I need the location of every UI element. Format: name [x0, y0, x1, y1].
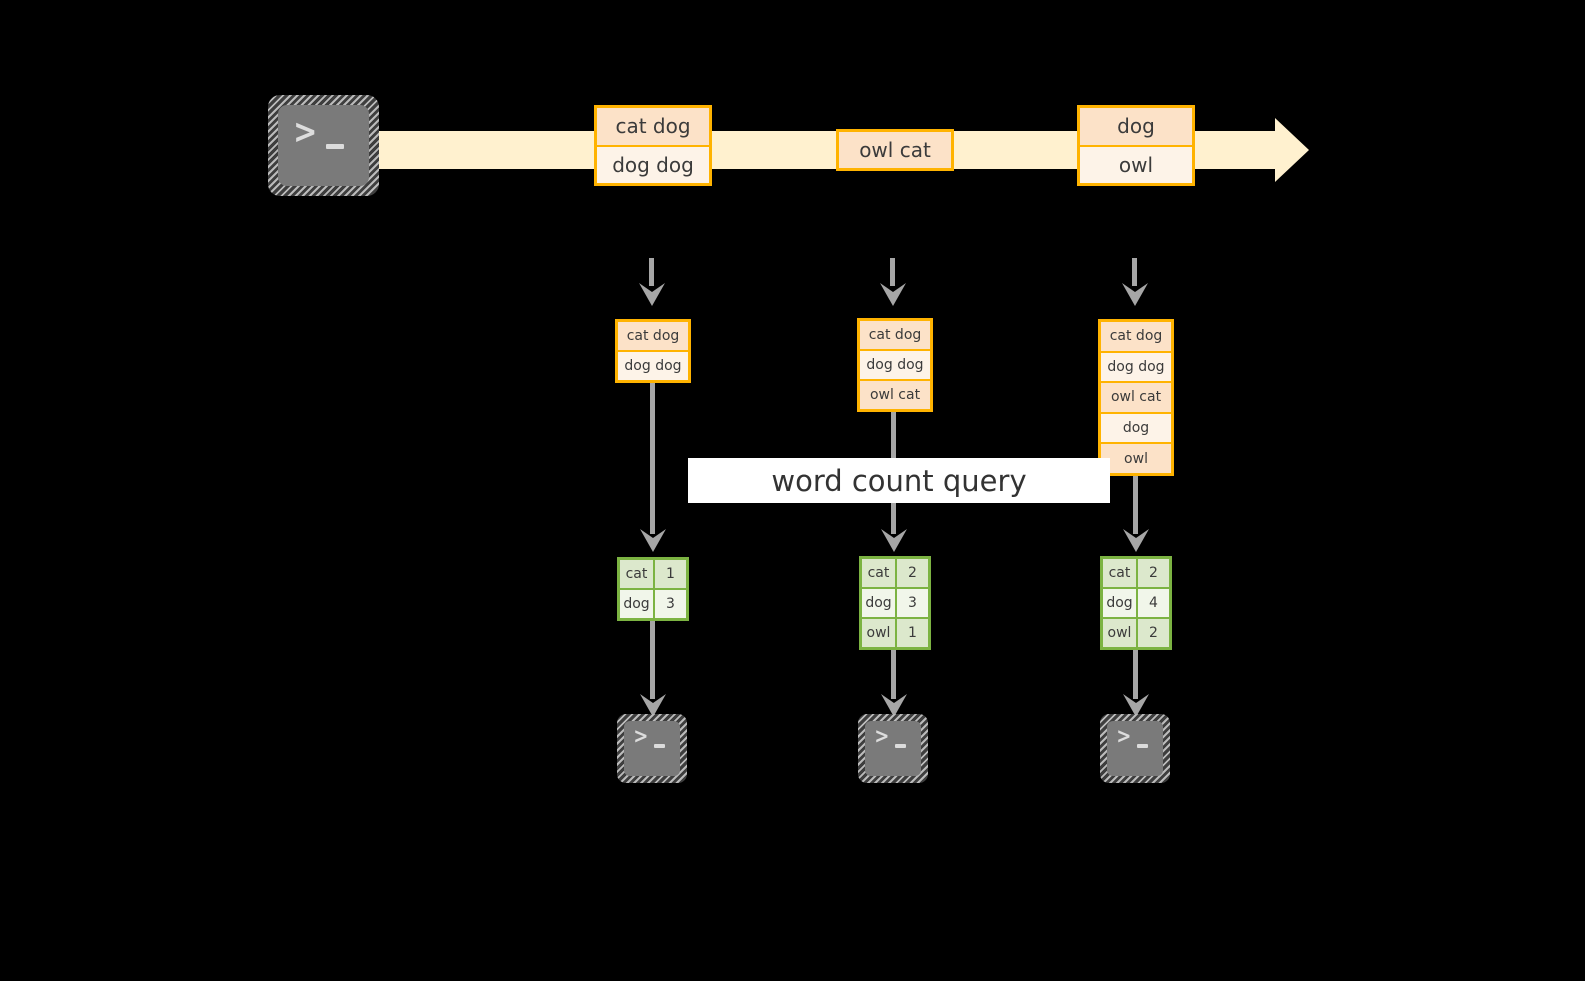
- sink-terminal-icon-2[interactable]: >: [858, 714, 928, 783]
- record-cell: dog: [1080, 108, 1192, 145]
- snapshot-to-result-line-3: [1133, 476, 1138, 534]
- result-table-3[interactable]: cat 2 dog 4 owl 2: [1100, 556, 1172, 650]
- snapshot-to-result-arrowhead-1: [640, 529, 666, 552]
- table-row: dog 3: [862, 587, 928, 617]
- terminal-cursor-icon: [895, 744, 906, 748]
- terminal-screen: >: [865, 721, 921, 776]
- terminal-prompt-glyph: >: [633, 724, 649, 748]
- table-row: owl 1: [862, 617, 928, 647]
- table-row: owl 2: [1103, 617, 1169, 647]
- result-count: 3: [896, 589, 928, 617]
- result-word: owl: [862, 619, 897, 647]
- result-count: 2: [896, 559, 928, 587]
- stream-to-snapshot-dash-3: [1132, 258, 1137, 286]
- stream-to-snapshot-arrowhead-1: [639, 283, 665, 306]
- record-cell: owl cat: [839, 132, 951, 168]
- result-count: 2: [1137, 559, 1169, 587]
- result-word: dog: [620, 590, 655, 618]
- record-cell: cat dog: [597, 108, 709, 145]
- result-word: dog: [1103, 589, 1138, 617]
- snapshot-row: dog: [1101, 411, 1171, 443]
- result-table-1[interactable]: cat 1 dog 3: [617, 557, 689, 621]
- snapshot-to-result-arrowhead-3: [1123, 529, 1149, 552]
- result-to-sink-arrowhead-2: [881, 694, 907, 717]
- record-cell: owl: [1080, 144, 1192, 183]
- terminal-cursor-icon: [1137, 744, 1148, 748]
- stream-record-1[interactable]: cat dog dog dog: [594, 105, 712, 186]
- result-count: 2: [1137, 619, 1169, 647]
- result-to-sink-line-2: [891, 650, 896, 699]
- result-table-2[interactable]: cat 2 dog 3 owl 1: [859, 556, 931, 650]
- record-cell: dog dog: [597, 144, 709, 183]
- terminal-prompt-glyph: >: [1116, 724, 1132, 748]
- table-row: cat 2: [1103, 559, 1169, 587]
- result-count: 4: [1137, 589, 1169, 617]
- result-to-sink-arrowhead-3: [1123, 694, 1149, 717]
- sink-terminal-icon-3[interactable]: >: [1100, 714, 1170, 783]
- snapshot-row: owl cat: [1101, 381, 1171, 412]
- stream-to-snapshot-dash-1: [649, 258, 654, 286]
- result-to-sink-line-3: [1133, 650, 1138, 699]
- terminal-cursor-icon: [654, 744, 665, 748]
- result-count: 1: [654, 560, 686, 588]
- snapshot-3[interactable]: cat dog dog dog owl cat dog owl: [1098, 319, 1174, 476]
- source-terminal-icon[interactable]: >: [268, 95, 379, 196]
- snapshot-to-result-arrowhead-2: [881, 529, 907, 552]
- snapshot-row: owl cat: [860, 379, 930, 409]
- table-row: cat 2: [862, 559, 928, 587]
- terminal-prompt-glyph: >: [293, 112, 318, 152]
- snapshot-to-result-line-1: [650, 383, 655, 534]
- snapshot-1[interactable]: cat dog dog dog: [615, 319, 691, 383]
- sink-terminal-icon-1[interactable]: >: [617, 714, 687, 783]
- table-row: dog 3: [620, 588, 686, 618]
- stream-record-2[interactable]: owl cat: [836, 129, 954, 171]
- result-word: dog: [862, 589, 897, 617]
- query-banner: word count query: [688, 458, 1110, 503]
- query-banner-label: word count query: [771, 463, 1027, 498]
- result-to-sink-arrowhead-1: [640, 694, 666, 717]
- snapshot-row: cat dog: [618, 322, 688, 350]
- snapshot-row: dog dog: [1101, 350, 1171, 382]
- table-row: cat 1: [620, 560, 686, 588]
- terminal-screen: >: [1107, 721, 1163, 776]
- terminal-cursor-icon: [326, 144, 344, 149]
- result-word: cat: [862, 559, 897, 587]
- terminal-screen: >: [624, 721, 680, 776]
- table-row: dog 4: [1103, 587, 1169, 617]
- result-word: cat: [1103, 559, 1138, 587]
- snapshot-row: cat dog: [1101, 322, 1171, 351]
- result-count: 1: [896, 619, 928, 647]
- snapshot-2[interactable]: cat dog dog dog owl cat: [857, 318, 933, 412]
- result-word: cat: [620, 560, 655, 588]
- stream-arrowhead: [1275, 118, 1309, 182]
- result-word: owl: [1103, 619, 1138, 647]
- stream-to-snapshot-dash-2: [890, 258, 895, 286]
- stream-record-3[interactable]: dog owl: [1077, 105, 1195, 186]
- terminal-prompt-glyph: >: [874, 724, 890, 748]
- result-to-sink-line-1: [650, 621, 655, 699]
- stream-to-snapshot-arrowhead-2: [880, 283, 906, 306]
- result-count: 3: [654, 590, 686, 618]
- snapshot-row: dog dog: [618, 350, 688, 380]
- stream-to-snapshot-arrowhead-3: [1122, 283, 1148, 306]
- snapshot-row: cat dog: [860, 321, 930, 349]
- terminal-screen: >: [278, 105, 369, 186]
- snapshot-row: dog dog: [860, 349, 930, 379]
- snapshot-row: owl: [1101, 442, 1171, 473]
